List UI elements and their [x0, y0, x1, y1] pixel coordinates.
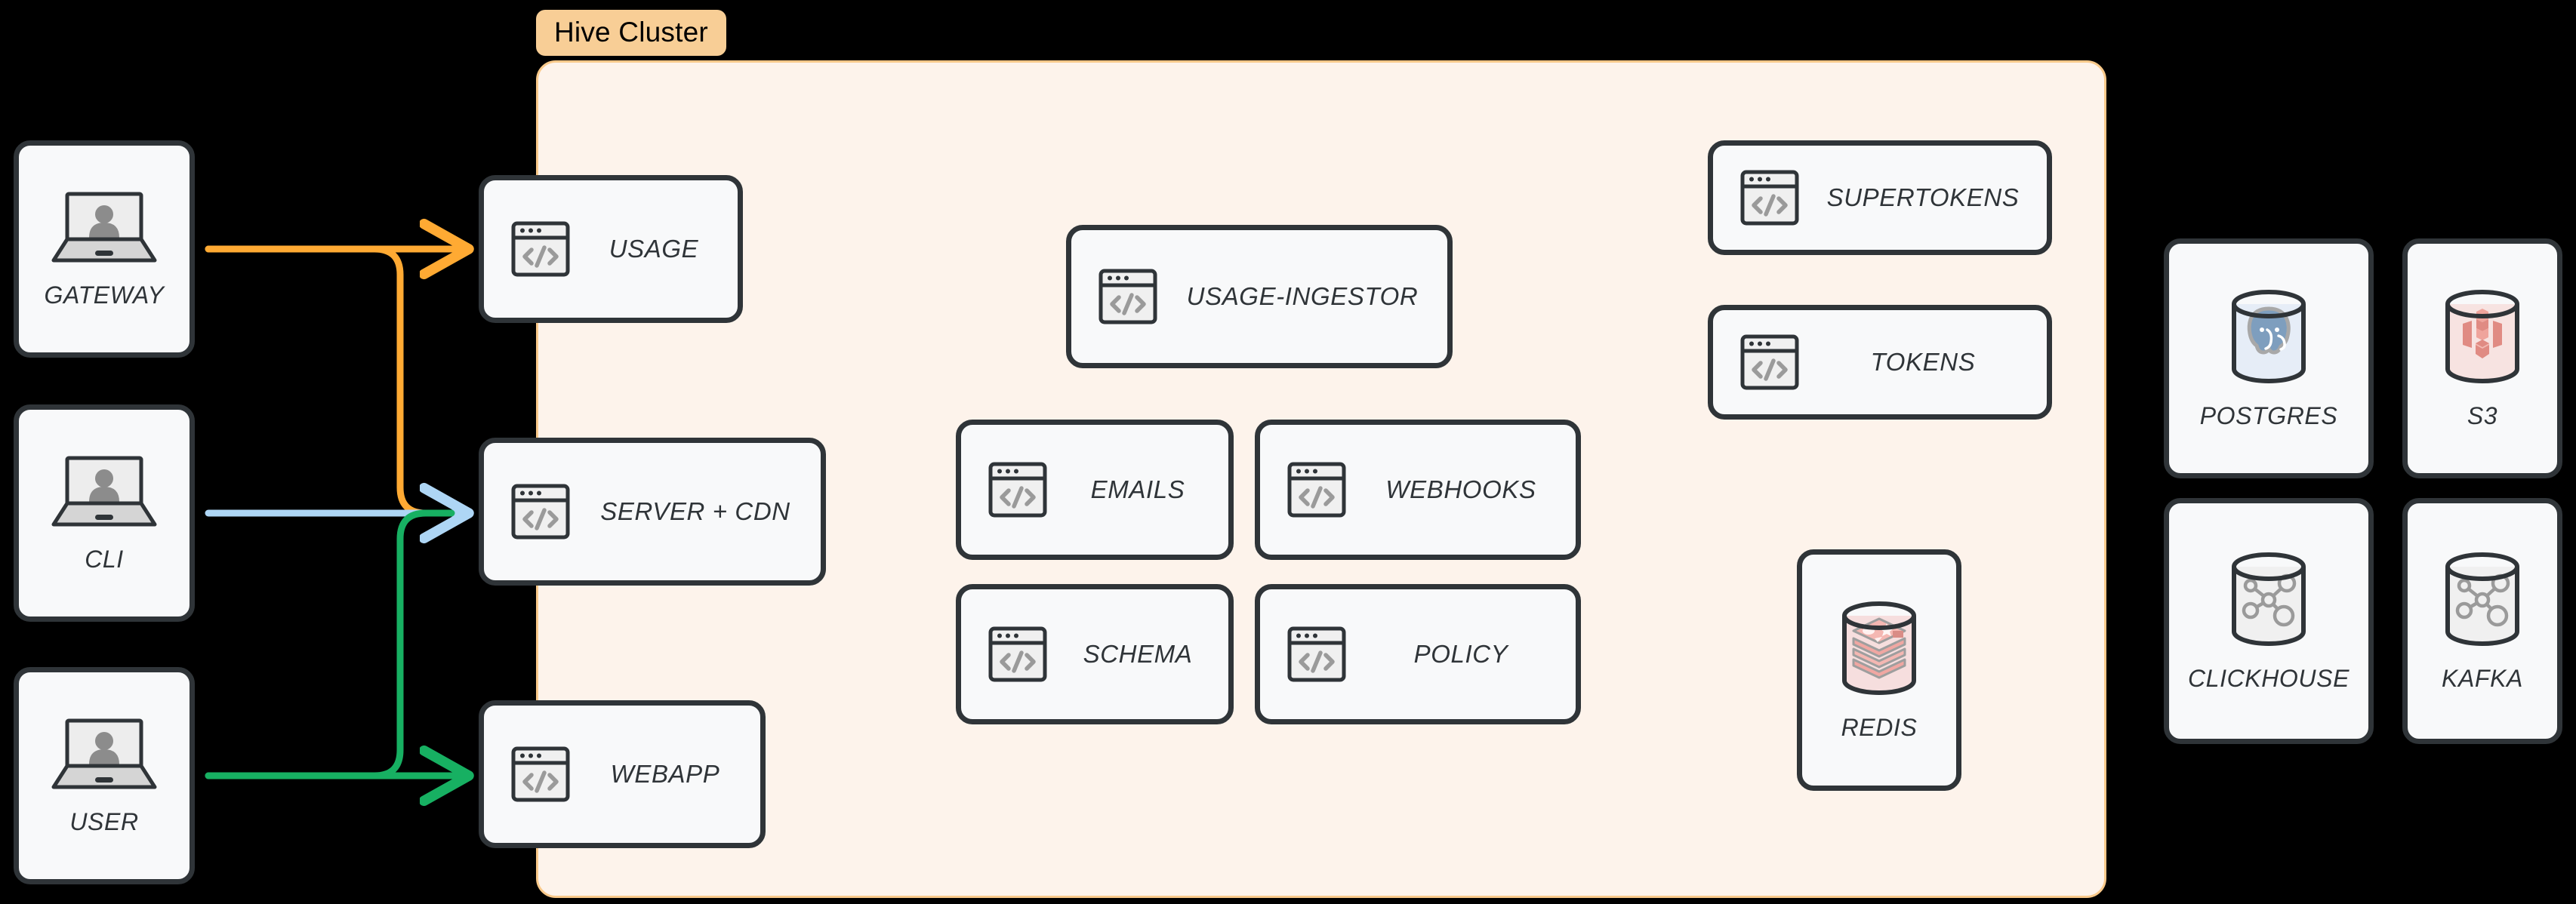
redis-cylinder-icon: [1842, 601, 1916, 695]
service-card-usage[interactable]: USAGE: [479, 175, 743, 323]
service-label-supertokens: SUPERTOKENS: [1826, 183, 2020, 211]
code-window-icon: [511, 484, 570, 540]
laptop-user-icon: [51, 192, 157, 262]
service-card-webhooks[interactable]: WEBHOOKS: [1255, 420, 1581, 560]
service-card-usage-ingestor[interactable]: USAGE-INGESTOR: [1066, 225, 1453, 368]
service-label-tokens: TOKENS: [1870, 348, 1976, 376]
code-window-icon: [1740, 170, 1799, 226]
actor-label-gateway: GATEWAY: [44, 281, 165, 309]
code-window-icon: [511, 746, 570, 802]
actor-card-cli[interactable]: CLI: [14, 404, 195, 622]
service-card-webapp[interactable]: WEBAPP: [479, 700, 766, 848]
code-window-icon: [1287, 462, 1346, 518]
service-label-schema: SCHEMA: [1083, 640, 1193, 668]
service-card-policy[interactable]: POLICY: [1255, 584, 1581, 724]
service-label-webhooks: WEBHOOKS: [1385, 475, 1536, 503]
datastore-label-clickhouse: CLICKHOUSE: [2187, 664, 2350, 692]
service-label-emails: EMAILS: [1090, 475, 1185, 503]
laptop-user-icon: [51, 718, 157, 789]
datastore-card-postgres[interactable]: POSTGRES: [2164, 238, 2374, 478]
code-window-icon: [988, 626, 1047, 682]
datastore-label-s3: S3: [2467, 401, 2498, 429]
datastore-card-kafka[interactable]: KAFKA: [2402, 498, 2562, 744]
service-label-usage: USAGE: [609, 235, 699, 263]
laptop-user-icon: [51, 456, 157, 526]
network-cylinder-icon: [2445, 552, 2519, 646]
service-card-tokens[interactable]: TOKENS: [1708, 305, 2052, 420]
service-card-server-cdn[interactable]: SERVER + CDN: [479, 438, 826, 586]
service-label-usage-ingestor: USAGE-INGESTOR: [1186, 282, 1419, 310]
actor-label-cli: CLI: [85, 545, 124, 573]
hive-cluster-badge: Hive Cluster: [536, 10, 726, 56]
network-cylinder-icon: [2232, 552, 2306, 646]
service-card-emails[interactable]: EMAILS: [956, 420, 1234, 560]
wire-user-to-server-cdn: [205, 509, 455, 779]
actor-label-user: USER: [69, 807, 139, 835]
code-window-icon: [1287, 626, 1346, 682]
actor-card-gateway[interactable]: GATEWAY: [14, 140, 195, 358]
datastore-label-postgres: POSTGRES: [2199, 401, 2338, 429]
service-label-server-cdn: SERVER + CDN: [600, 497, 790, 525]
service-card-schema[interactable]: SCHEMA: [956, 584, 1234, 724]
datastore-card-redis[interactable]: REDIS: [1797, 549, 1961, 791]
service-label-policy: POLICY: [1413, 640, 1508, 668]
wire-gateway-to-server-cdn: [205, 245, 455, 517]
datastore-card-s3[interactable]: S3: [2402, 238, 2562, 478]
datastore-label-kafka: KAFKA: [2442, 664, 2523, 692]
code-window-icon: [988, 462, 1047, 518]
code-window-icon: [1098, 269, 1157, 324]
code-window-icon: [511, 221, 570, 277]
s3-cylinder-icon: [2445, 289, 2519, 383]
service-card-supertokens[interactable]: SUPERTOKENS: [1708, 140, 2052, 255]
service-label-webapp: WEBAPP: [610, 760, 720, 788]
datastore-label-redis: REDIS: [1841, 713, 1918, 741]
actor-card-user[interactable]: USER: [14, 667, 195, 884]
code-window-icon: [1740, 334, 1799, 390]
postgres-cylinder-icon: [2232, 289, 2306, 383]
datastore-card-clickhouse[interactable]: CLICKHOUSE: [2164, 498, 2374, 744]
